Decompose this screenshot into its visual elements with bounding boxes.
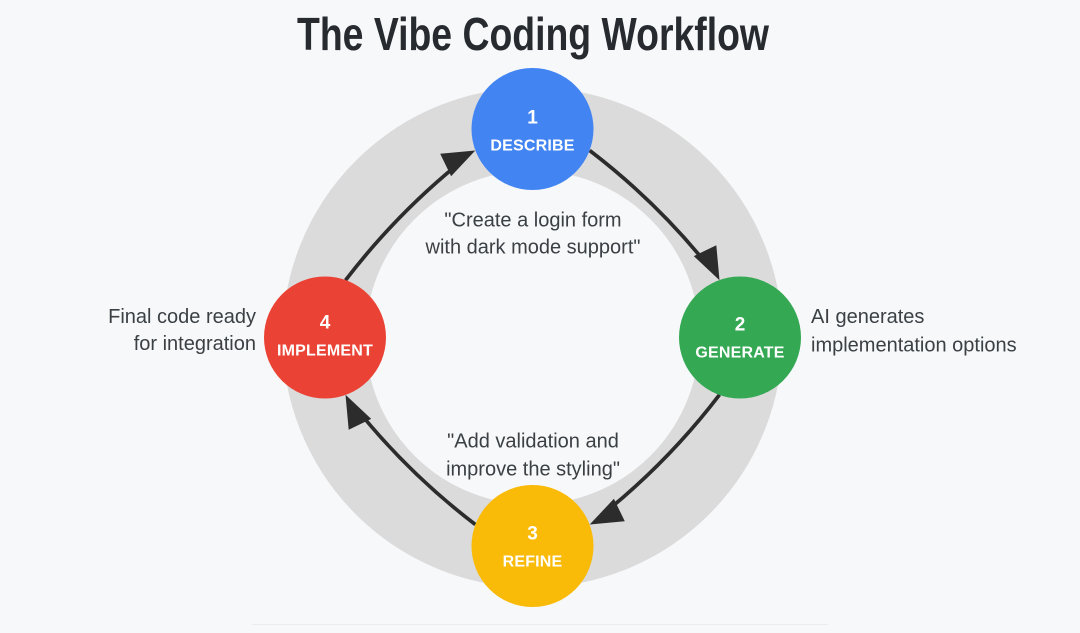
- svg-text:implementation options: implementation options: [811, 335, 1017, 357]
- svg-text:Final code ready: Final code ready: [108, 306, 256, 328]
- svg-text:REFINE: REFINE: [503, 554, 563, 571]
- svg-text:2: 2: [735, 314, 746, 335]
- svg-text:AI generates: AI generates: [811, 306, 924, 328]
- svg-text:improve the styling": improve the styling": [446, 459, 620, 481]
- svg-text:GENERATE: GENERATE: [695, 345, 784, 362]
- svg-text:The Vibe Coding Workflow: The Vibe Coding Workflow: [297, 8, 769, 60]
- svg-text:with dark mode support": with dark mode support": [425, 237, 641, 259]
- svg-text:1: 1: [527, 107, 538, 128]
- svg-text:"Create a login form: "Create a login form: [444, 210, 621, 232]
- svg-text:3: 3: [527, 523, 538, 544]
- svg-text:IMPLEMENT: IMPLEMENT: [277, 343, 373, 360]
- svg-text:4: 4: [320, 312, 331, 333]
- svg-text:DESCRIBE: DESCRIBE: [490, 138, 574, 155]
- svg-text:for integration: for integration: [134, 333, 256, 355]
- svg-text:"Add validation and: "Add validation and: [447, 431, 619, 453]
